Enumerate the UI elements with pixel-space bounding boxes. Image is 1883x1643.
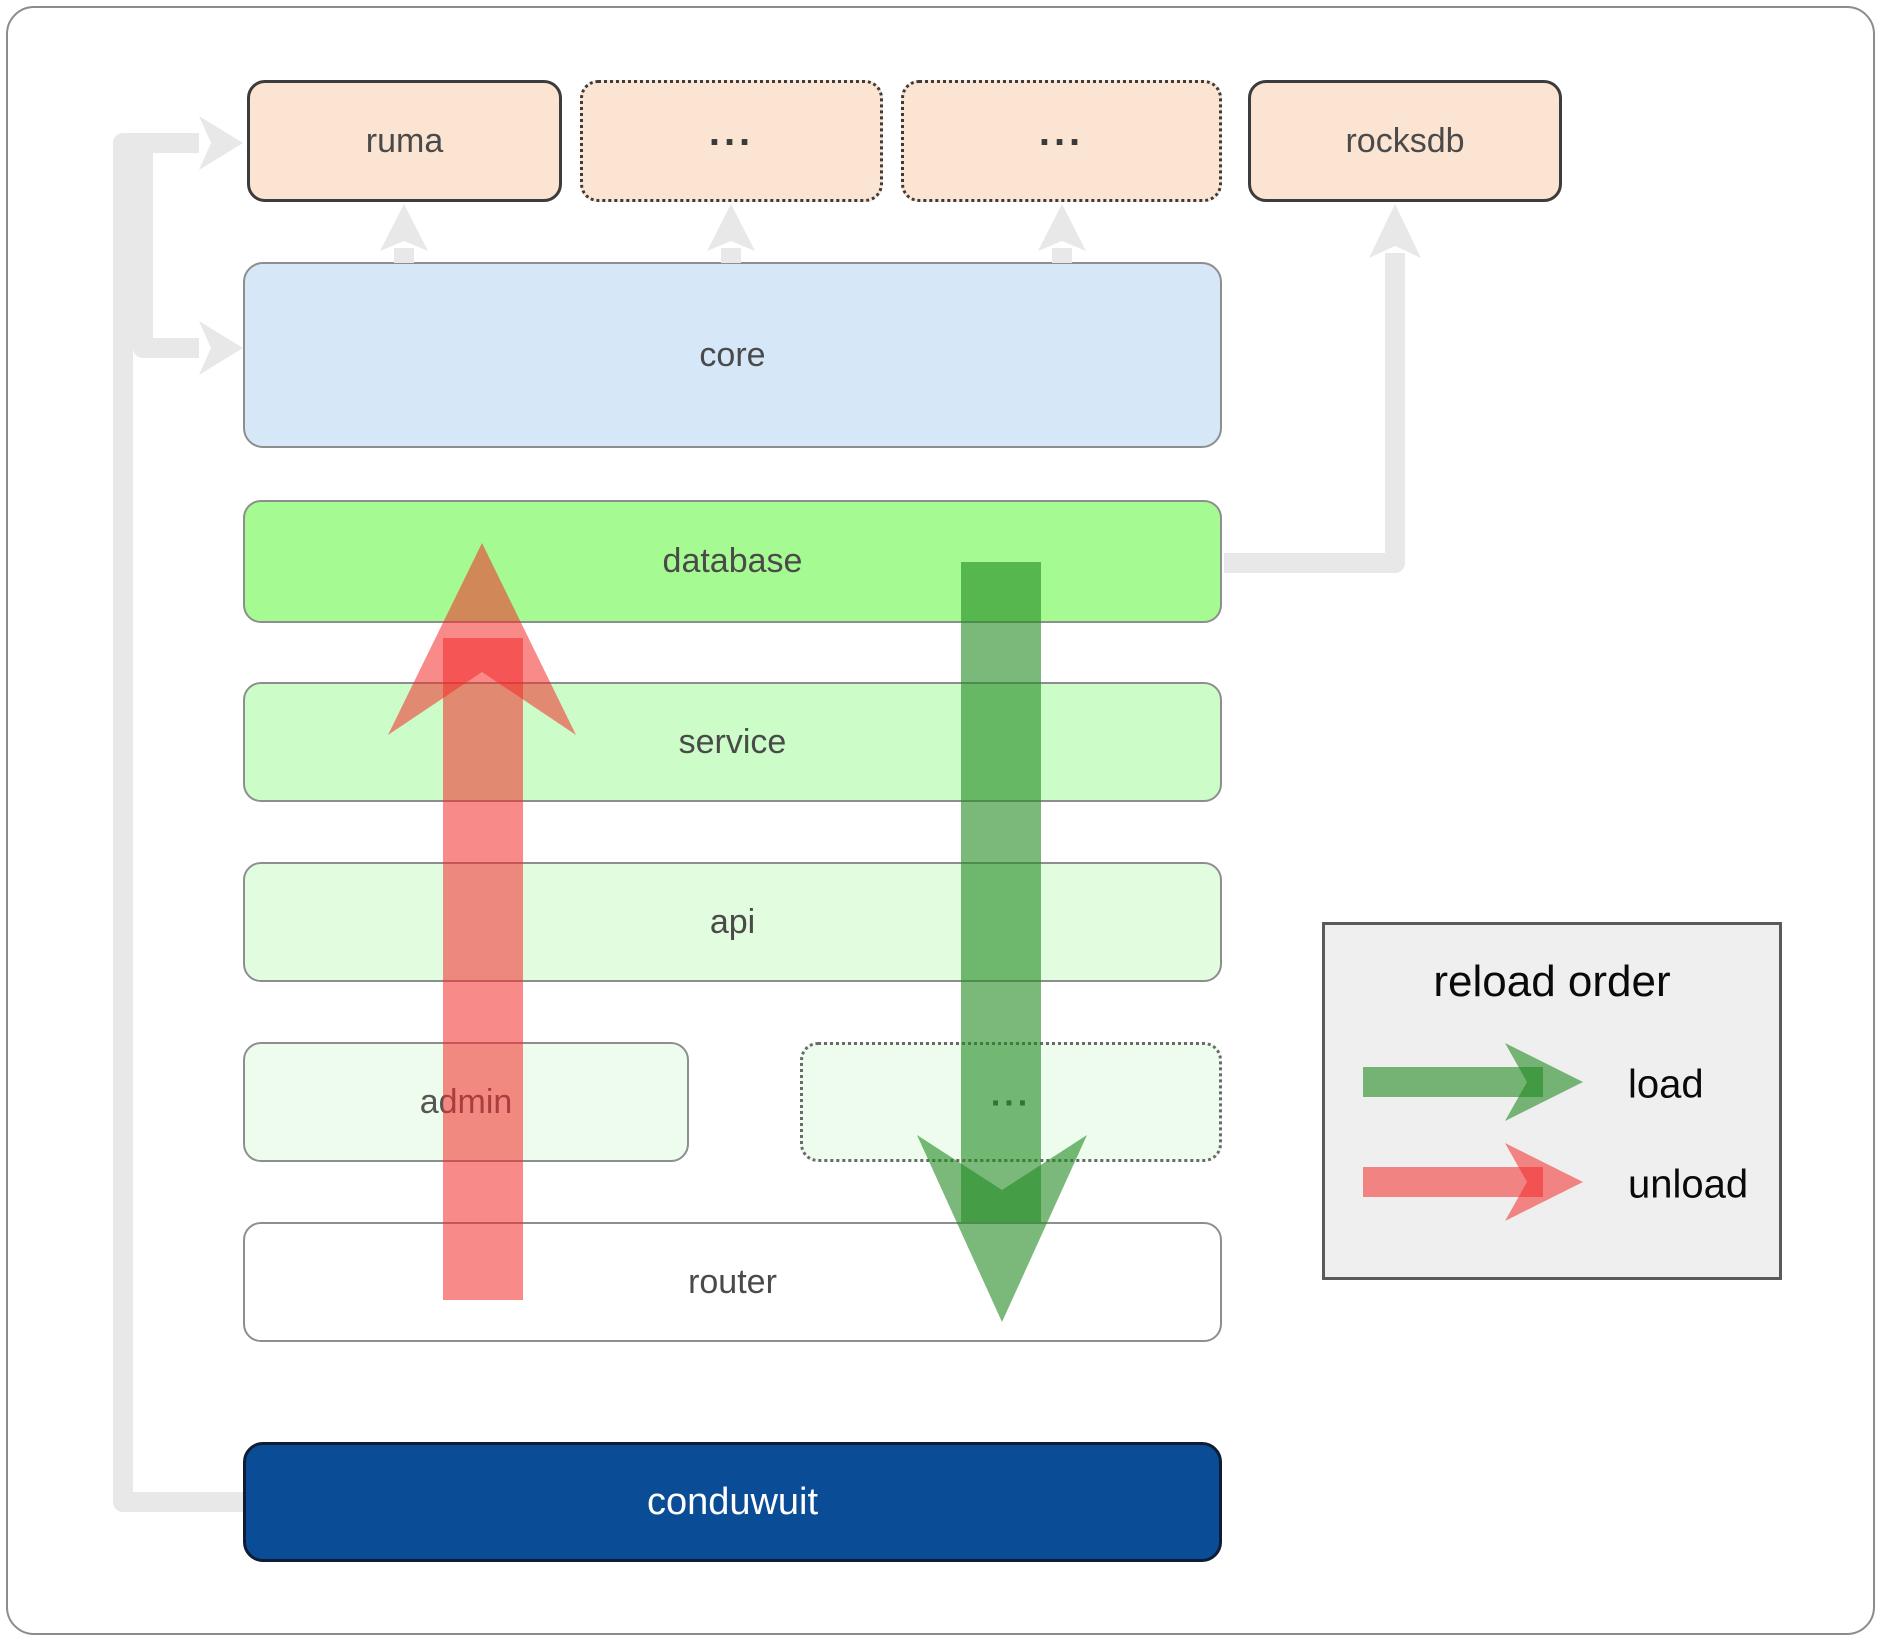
node-rocksdb-label: rocksdb [1345,121,1465,160]
outer-frame [6,6,1875,1635]
node-service: service [243,682,1222,802]
node-router: router [243,1222,1222,1342]
node-ellipsis-1: ... [580,80,883,202]
node-api: api [243,862,1222,982]
legend-unload-label: unload [1628,1162,1749,1207]
node-admin-label: admin [419,1082,513,1121]
node-conduwuit-label: conduwuit [646,1480,819,1523]
node-rocksdb: rocksdb [1248,80,1562,202]
node-ellipsis-2: ... [901,80,1222,202]
node-router-label: router [688,1262,777,1301]
node-admin: admin [243,1042,689,1162]
node-database: database [243,500,1222,623]
node-ruma: ruma [247,80,562,202]
legend: reload order load unload [1322,922,1782,1280]
node-core-label: core [699,335,766,374]
legend-title: reload order [1433,957,1671,1006]
node-conduwuit: conduwuit [243,1442,1222,1562]
node-ellipsis-2-label: ... [1038,109,1085,154]
node-admin-ellipsis-label: ... [990,1075,1032,1114]
node-ruma-label: ruma [365,121,444,160]
node-ellipsis-1-label: ... [708,109,755,154]
node-admin-ellipsis: ... [800,1042,1222,1162]
node-database-label: database [662,542,803,580]
node-service-label: service [678,722,787,761]
node-api-label: api [709,902,756,941]
node-core: core [243,262,1222,448]
legend-load-label: load [1628,1062,1704,1107]
